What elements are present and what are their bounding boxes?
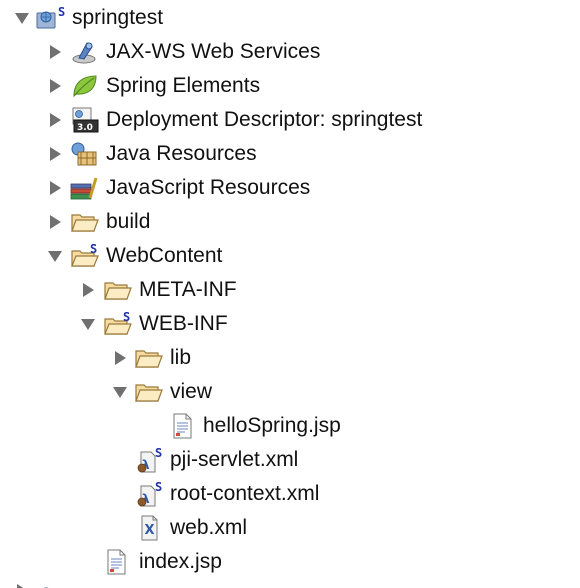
tree-item-view[interactable]: view — [0, 375, 580, 409]
tree-item-label: WebContent — [106, 244, 223, 267]
tree-item-index-jsp[interactable]: index.jsp — [0, 545, 580, 579]
collapsed-arrow-icon[interactable] — [47, 112, 63, 128]
spring-folder-icon: S — [70, 242, 100, 269]
svg-text:λ: λ — [142, 458, 150, 472]
web-services-icon — [70, 39, 100, 65]
tree-item-label: lib — [170, 346, 192, 369]
svg-text:S: S — [123, 310, 130, 324]
expanded-arrow-icon[interactable] — [14, 10, 30, 26]
tree-item-webcontent[interactable]: S WebContent — [0, 239, 580, 273]
tree-item-label: build — [106, 210, 151, 233]
java-resources-icon — [70, 141, 100, 167]
tree-item-label: springtest — [72, 6, 164, 29]
svg-text:3.0: 3.0 — [77, 123, 93, 133]
svg-text:X: X — [145, 523, 155, 538]
tree-item-label: Spring Elements — [106, 74, 261, 97]
tree-item-label: JAX-WS Web Services — [106, 40, 321, 63]
tree-item-label: META-INF — [139, 278, 237, 301]
tree-item-springtest[interactable]: S springtest — [0, 1, 580, 35]
expanded-arrow-icon[interactable] — [112, 384, 128, 400]
collapsed-arrow-icon[interactable] — [80, 282, 96, 298]
tree-item-label: index.jsp — [139, 550, 222, 573]
tree-item-label: JavaScript Resources — [106, 176, 311, 199]
tree-item-label: WEB-INF — [139, 312, 228, 335]
tree-item-label: Deployment Descriptor: springtest — [106, 108, 423, 131]
tree-item-label: view — [170, 380, 213, 403]
folder-icon — [70, 209, 100, 235]
svg-text:S: S — [155, 446, 162, 460]
expanded-arrow-icon[interactable] — [80, 316, 96, 332]
tree-item-java-resources[interactable]: Java Resources — [0, 137, 580, 171]
spring-leaf-icon — [70, 73, 100, 99]
tree-item-pji-servlet-xml[interactable]: λ S pji-servlet.xml — [0, 443, 580, 477]
svg-text:S: S — [155, 480, 162, 494]
tree-item-lib[interactable]: lib — [0, 341, 580, 375]
javascript-resources-icon — [70, 175, 100, 201]
spring-bean-xml-icon: λ S — [136, 480, 166, 507]
web-project-icon: S — [36, 5, 66, 31]
svg-text:λ: λ — [142, 492, 150, 506]
tree-item-deployment-descriptor[interactable]: 3.0 Deployment Descriptor: springtest — [0, 103, 580, 137]
svg-text:S: S — [90, 242, 97, 256]
tree-item-partial[interactable] — [0, 579, 580, 588]
collapsed-arrow-icon[interactable] — [47, 180, 63, 196]
spring-folder-icon: S — [103, 310, 133, 337]
tree-item-spring-elements[interactable]: Spring Elements — [0, 69, 580, 103]
tree-item-label: root-context.xml — [170, 482, 320, 505]
web-project-icon — [36, 581, 66, 588]
expanded-arrow-icon[interactable] — [47, 248, 63, 264]
collapsed-arrow-icon[interactable] — [14, 583, 30, 588]
collapsed-arrow-icon[interactable] — [47, 44, 63, 60]
tree-item-meta-inf[interactable]: META-INF — [0, 273, 580, 307]
tree-item-label: web.xml — [170, 516, 248, 539]
jsp-file-icon — [104, 549, 134, 575]
tree-item-web-inf[interactable]: S WEB-INF — [0, 307, 580, 341]
collapsed-arrow-icon[interactable] — [47, 214, 63, 230]
folder-icon — [103, 277, 133, 303]
tree-item-web-xml[interactable]: X web.xml — [0, 511, 580, 545]
xml-file-icon: X — [136, 515, 166, 541]
tree-item-label: Java Resources — [106, 142, 257, 165]
folder-icon — [134, 379, 164, 405]
tree-item-label: pji-servlet.xml — [170, 448, 299, 471]
tree-item-build[interactable]: build — [0, 205, 580, 239]
deployment-descriptor-icon: 3.0 — [70, 107, 100, 133]
tree-item-javascript-resources[interactable]: JavaScript Resources — [0, 171, 580, 205]
collapsed-arrow-icon[interactable] — [47, 78, 63, 94]
jsp-file-icon — [170, 413, 200, 439]
tree-item-jax-ws-web-services[interactable]: JAX-WS Web Services — [0, 35, 580, 69]
tree-item-root-context-xml[interactable]: λ S root-context.xml — [0, 477, 580, 511]
spring-bean-xml-icon: λ S — [136, 446, 166, 473]
tree-item-hellospring-jsp[interactable]: helloSpring.jsp — [0, 409, 580, 443]
collapsed-arrow-icon[interactable] — [112, 350, 128, 366]
collapsed-arrow-icon[interactable] — [47, 146, 63, 162]
tree-item-label: helloSpring.jsp — [203, 414, 341, 437]
svg-text:S: S — [58, 5, 65, 19]
folder-icon — [134, 345, 164, 371]
